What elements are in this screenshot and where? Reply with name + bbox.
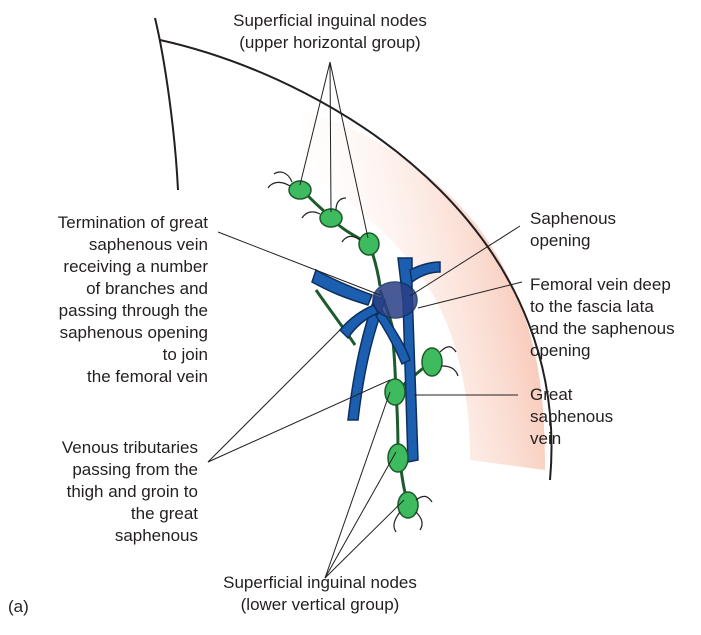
saphenous-opening bbox=[373, 282, 417, 318]
label-saphenous-opening: Saphenous opening bbox=[530, 208, 690, 252]
lymph-node bbox=[385, 379, 405, 405]
lymph-node bbox=[359, 233, 379, 255]
lymph-node bbox=[388, 444, 408, 472]
label-femoral-vein: Femoral vein deep to the fascia lata and… bbox=[530, 274, 700, 362]
lymph-node bbox=[422, 348, 442, 376]
label-venous-tributaries: Venous tributaries passing from the thig… bbox=[0, 437, 198, 547]
label-lower-inguinal-nodes: Superficial inguinal nodes (lower vertic… bbox=[170, 572, 470, 616]
label-upper-inguinal-nodes: Superficial inguinal nodes (upper horizo… bbox=[180, 10, 480, 54]
label-termination-great-saphenous: Termination of great saphenous vein rece… bbox=[0, 212, 208, 388]
lymph-node bbox=[398, 492, 418, 518]
panel-label: (a) bbox=[8, 596, 68, 618]
saphenous-branch-left bbox=[312, 270, 372, 305]
label-great-saphenous-vein: Great saphenous vein bbox=[530, 384, 690, 450]
